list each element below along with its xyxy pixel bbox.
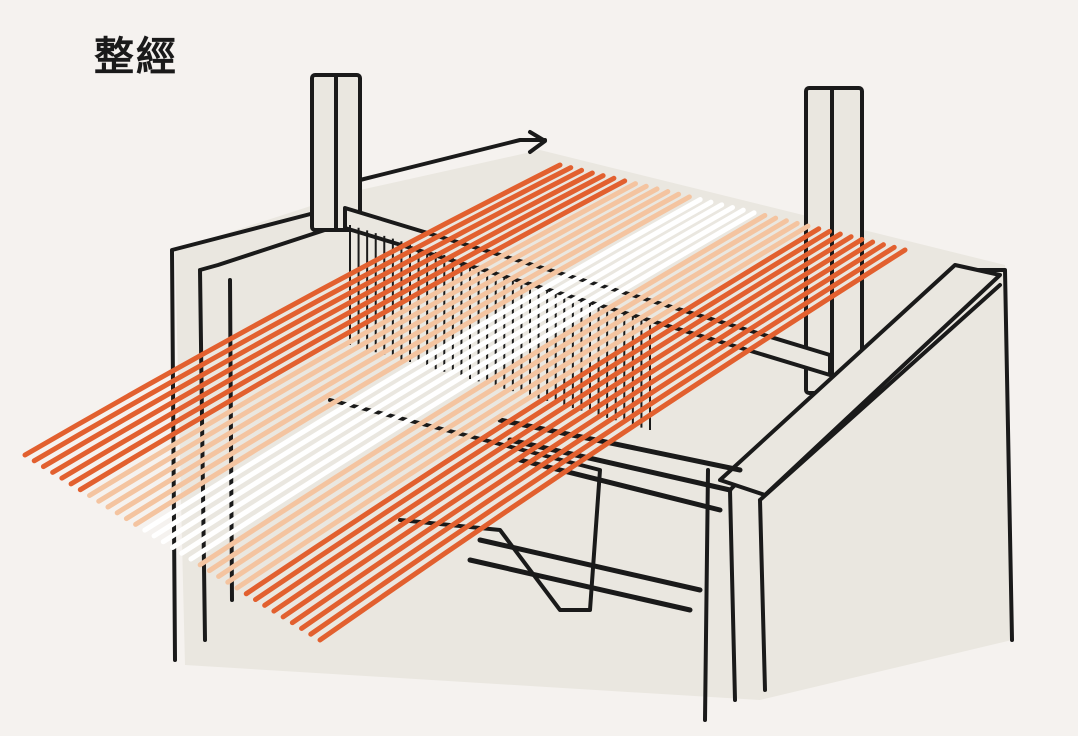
warp-thread	[216, 218, 789, 579]
warp-thread	[151, 199, 714, 539]
warp-thread	[206, 215, 779, 574]
warp-thread	[96, 183, 649, 504]
warp-thread	[243, 226, 822, 597]
warp-thread	[142, 197, 703, 533]
warp-thread	[133, 194, 692, 527]
treadles	[467, 417, 743, 613]
page-title: 整經	[94, 33, 178, 80]
warp-thread	[114, 189, 671, 516]
warp-thread	[77, 178, 628, 493]
warp-thread	[262, 231, 843, 608]
warp-thread	[188, 210, 757, 562]
warp-thread	[252, 228, 833, 603]
warp-thread	[299, 242, 886, 631]
warp-thread	[59, 173, 606, 481]
warp-thread	[50, 170, 595, 475]
warp-thread	[225, 220, 800, 585]
breast-beam	[718, 263, 1002, 497]
warp-thread	[22, 162, 563, 458]
warp-thread	[170, 205, 735, 550]
warp-thread	[123, 191, 682, 522]
warp-thread	[179, 207, 746, 556]
warp-thread	[68, 175, 617, 487]
warp-thread	[87, 181, 638, 498]
back-arrow	[528, 130, 547, 154]
warp-threads	[22, 162, 908, 643]
warp-thread	[280, 236, 865, 620]
warp-thread	[317, 247, 908, 643]
warp-thread	[308, 244, 897, 637]
warp-thread	[31, 165, 574, 464]
warp-thread	[197, 212, 768, 568]
warp-thread	[160, 202, 725, 545]
warp-thread	[271, 234, 854, 614]
warp-thread	[40, 167, 585, 470]
warp-thread	[289, 239, 876, 626]
warp-thread	[105, 186, 660, 510]
warp-thread	[234, 223, 811, 591]
